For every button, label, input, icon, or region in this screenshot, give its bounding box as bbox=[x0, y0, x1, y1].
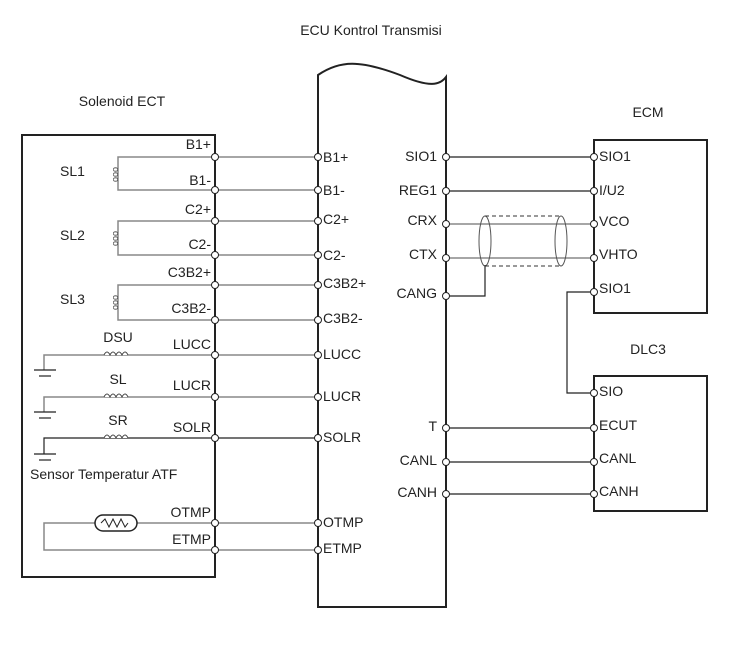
ecu-left-pin-label: C2+ bbox=[323, 211, 349, 227]
coil-icons: ooo ooo ooo bbox=[111, 167, 121, 310]
dlc3-box bbox=[593, 375, 708, 512]
solenoid-pin-label: C3B2+ bbox=[168, 264, 211, 280]
ecu-left-pin-label: C3B2- bbox=[323, 310, 363, 326]
ecu-right-pin-label: T bbox=[428, 418, 437, 434]
ecu-right-pin-label: REG1 bbox=[399, 182, 437, 198]
ecu-left-pin-label: LUCR bbox=[323, 388, 361, 404]
coil-icon: ooo bbox=[111, 231, 121, 246]
ecm-pin-label: VCO bbox=[599, 213, 629, 229]
ecu-left-pin-label: ETMP bbox=[323, 540, 362, 556]
coil-icon bbox=[103, 434, 129, 440]
shielded-cable-icon bbox=[478, 215, 568, 267]
ecm-pin-label: VHTO bbox=[599, 246, 638, 262]
solenoid-label: SL2 bbox=[60, 227, 85, 243]
solenoid-label: SL1 bbox=[60, 163, 85, 179]
ecu-left-pin-label: B1- bbox=[323, 182, 345, 198]
coil-icon: ooo bbox=[111, 167, 121, 182]
ecu-right-pin-label: CANG bbox=[397, 285, 437, 301]
solenoid-pin-label: OTMP bbox=[171, 504, 211, 520]
ecu-left-pin-label: OTMP bbox=[323, 514, 363, 530]
solenoid-pin-label: C2- bbox=[188, 236, 211, 252]
solenoid-box-title: Solenoid ECT bbox=[79, 93, 166, 109]
ecu-left-pin-label: SOLR bbox=[323, 429, 361, 445]
resistor-zigzag-icon bbox=[100, 517, 129, 529]
ecu-right-pin-label: CANL bbox=[400, 452, 438, 468]
left-wires bbox=[215, 156, 318, 551]
solenoid-pin-label: B1+ bbox=[186, 136, 211, 152]
ecm-pin-label: I/U2 bbox=[599, 182, 625, 198]
dlc3-pin-label: CANH bbox=[599, 483, 639, 499]
solenoid-label: SL3 bbox=[60, 291, 85, 307]
ecu-right-pin-label: CRX bbox=[407, 212, 437, 228]
ecm-title: ECM bbox=[632, 104, 663, 120]
ecu-right-pin-label: SIO1 bbox=[405, 148, 437, 164]
ecu-right-pin-label: CANH bbox=[397, 484, 437, 500]
ecm-pin-label: SIO1 bbox=[599, 280, 631, 296]
dlc3-pin-label: SIO bbox=[599, 383, 623, 399]
solenoid-pin-label: LUCR bbox=[173, 377, 211, 393]
dlc3-pin-label: CANL bbox=[599, 450, 637, 466]
sl-coils bbox=[117, 156, 215, 321]
right-wires bbox=[446, 156, 594, 495]
solenoid-pin-label: B1- bbox=[189, 172, 211, 188]
dlc3-title: DLC3 bbox=[630, 341, 666, 357]
solenoid-pin-label: C2+ bbox=[185, 201, 211, 217]
ecu-box bbox=[317, 62, 447, 608]
coil-icon bbox=[103, 351, 129, 357]
ecu-right-pin-label: CTX bbox=[409, 246, 438, 262]
solenoid-pin-label: LUCC bbox=[173, 336, 211, 352]
ground-solenoid-label: SR bbox=[108, 412, 127, 428]
sensor-label: Sensor Temperatur ATF bbox=[30, 466, 177, 482]
ecm-pin-label: SIO1 bbox=[599, 148, 631, 164]
ground-icon bbox=[34, 411, 56, 419]
ecu-title: ECU Kontrol Transmisi bbox=[300, 22, 442, 38]
ground-solenoids bbox=[34, 351, 215, 461]
ecu-left-pin-label: LUCC bbox=[323, 346, 361, 362]
solenoid-pin-label: C3B2- bbox=[171, 300, 211, 316]
dlc3-pin-label: ECUT bbox=[599, 417, 638, 433]
solenoid-pin-label: ETMP bbox=[172, 531, 211, 547]
ground-icon bbox=[34, 453, 56, 461]
ecu-left-pin-label: B1+ bbox=[323, 149, 348, 165]
ground-solenoid-label: SL bbox=[109, 371, 126, 387]
coil-icon: ooo bbox=[111, 295, 121, 310]
ecu-left-pin-label: C3B2+ bbox=[323, 275, 366, 291]
solenoid-pin-label: SOLR bbox=[173, 419, 211, 435]
ground-solenoid-label: DSU bbox=[103, 329, 133, 345]
coil-icon bbox=[103, 393, 129, 399]
pin-connectors bbox=[211, 153, 598, 554]
ground-icon bbox=[34, 369, 56, 377]
ecu-left-pin-label: C2- bbox=[323, 247, 346, 263]
